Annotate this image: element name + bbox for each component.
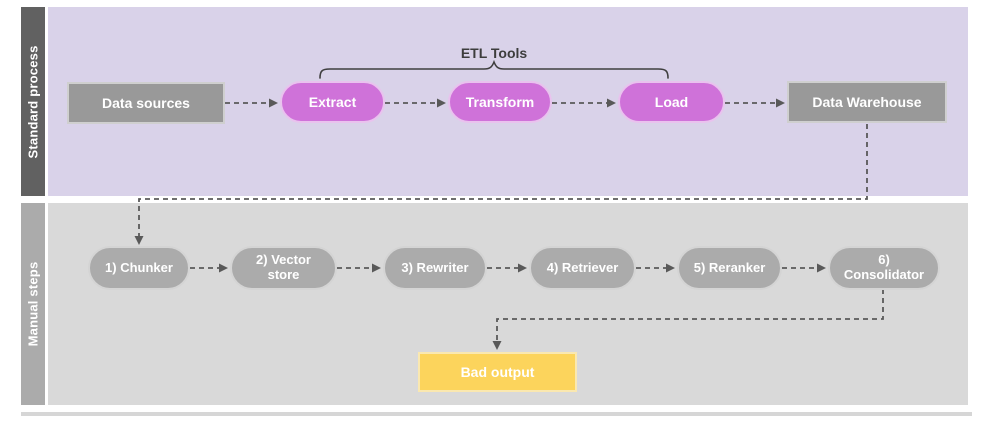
bottom-divider — [21, 412, 972, 416]
node-extract-label: Extract — [308, 93, 357, 110]
node-data-sources: Data sources — [67, 82, 225, 124]
node-vector-store: 2) Vector store — [230, 246, 337, 290]
node-retriever-label: 4) Retriever — [546, 259, 619, 275]
node-rewriter-label: 3) Rewriter — [401, 259, 469, 275]
lane-header-manual-steps: Manual steps — [21, 203, 45, 405]
node-bad-output: Bad output — [418, 352, 577, 392]
node-load-label: Load — [654, 93, 689, 110]
node-chunker-label: 1) Chunker — [105, 259, 173, 275]
node-consolidator: 6) Consolidator — [828, 246, 940, 290]
node-extract: Extract — [280, 81, 385, 123]
node-bad-output-label: Bad output — [460, 363, 535, 380]
node-data-warehouse-label: Data Warehouse — [812, 93, 922, 110]
lane-header-standard-process: Standard process — [21, 7, 45, 196]
node-chunker: 1) Chunker — [88, 246, 190, 290]
node-transform: Transform — [448, 81, 552, 123]
node-vector-store-label: 2) Vector store — [256, 252, 311, 282]
node-data-sources-label: Data sources — [102, 94, 190, 111]
node-data-warehouse: Data Warehouse — [787, 81, 947, 123]
etl-tools-label: ETL Tools — [460, 45, 528, 61]
node-reranker: 5) Reranker — [677, 246, 782, 290]
node-load: Load — [618, 81, 725, 123]
lane-label-standard-process: Standard process — [25, 44, 41, 159]
node-rewriter: 3) Rewriter — [383, 246, 487, 290]
node-retriever: 4) Retriever — [529, 246, 636, 290]
node-reranker-label: 5) Reranker — [693, 259, 766, 275]
node-transform-label: Transform — [465, 93, 535, 110]
lane-label-manual-steps: Manual steps — [25, 261, 41, 347]
node-consolidator-label: 6) Consolidator — [843, 252, 925, 282]
